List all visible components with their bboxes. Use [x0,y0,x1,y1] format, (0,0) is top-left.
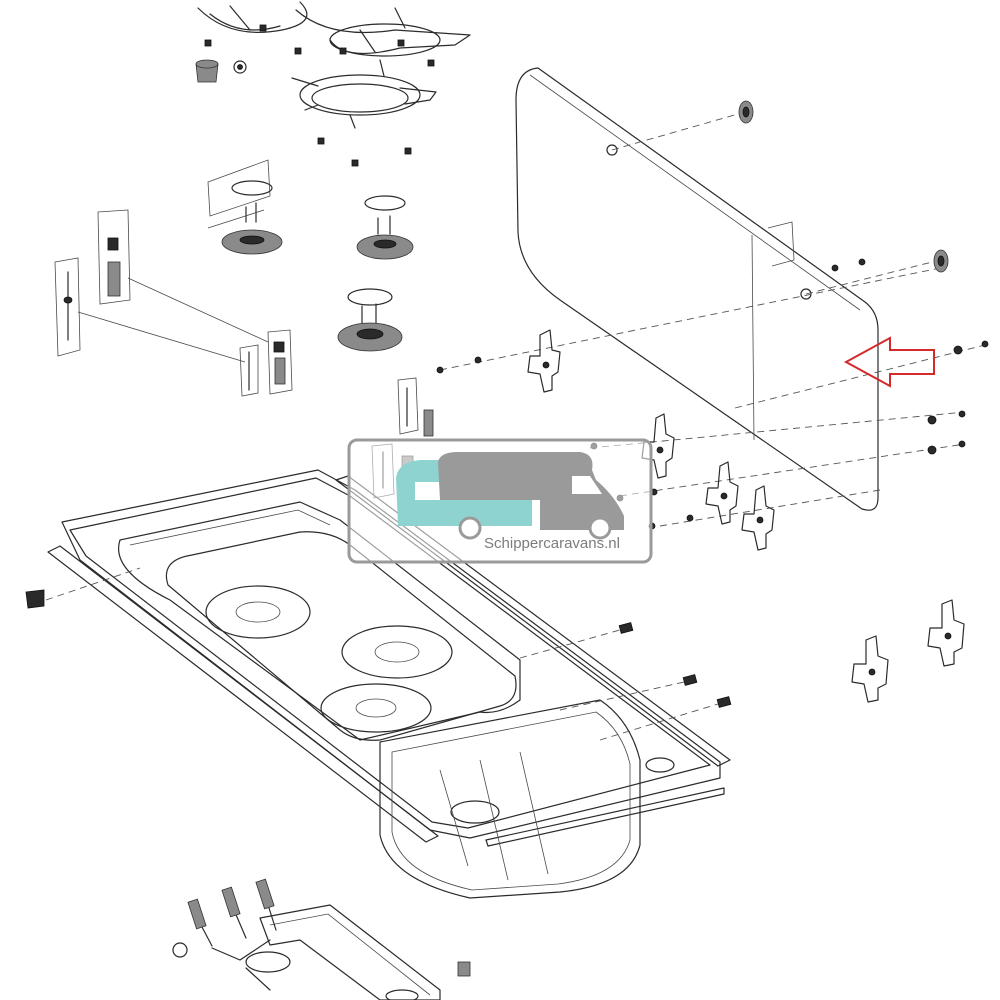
lid-bracket [927,599,965,667]
knob-bush [195,59,247,83]
pan-support-front [291,59,437,129]
camper-icon [438,452,624,540]
hob-sink-unit [47,469,731,899]
thermocouple-group [54,209,293,397]
watermark-logo: Schippercaravans.nl [347,438,653,564]
lid-bracket [705,461,739,525]
burner-assembly-left [207,159,283,255]
arrow-left-outline-icon [843,336,935,388]
burner-assembly-bottom [337,288,403,352]
burner-assembly-middle [356,195,414,260]
pan-support-rear-left [197,1,308,33]
glass-lid [515,67,879,511]
lid-bracket [741,485,775,551]
gas-manifold [172,878,471,1000]
pan-support-rear-right [295,7,471,57]
watermark-text: Schippercaravans.nl [484,535,620,552]
lid-bracket [527,329,561,393]
lid-washers [436,100,989,530]
rubber-feet [204,24,435,167]
fixing-clamp [25,567,732,741]
lid-bracket [851,635,889,703]
